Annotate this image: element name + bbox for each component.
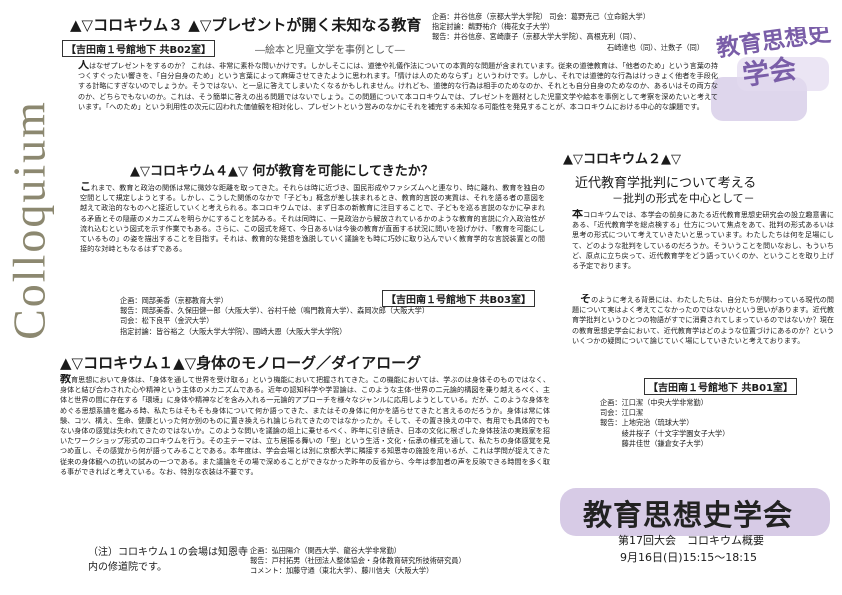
society-name: 教育思想史学会: [583, 498, 794, 532]
colloquium-2-subtitle: 近代教育学批判について考える: [575, 176, 757, 191]
colloquium-2-subtitle-2: －批判の形式を中心として－: [612, 192, 755, 205]
society-title-highlight: [560, 488, 830, 536]
svg-text:学会: 学会: [740, 53, 798, 92]
colloquium-2-meta: 企画：江口潔（中央大学非常勤） 司会：江口潔 報告：上地完治（琉球大学） 綾井桜…: [600, 398, 730, 448]
conference-date: 9月16日(日)15:15～18:15: [620, 551, 757, 564]
colloquium-text: Colloquium: [10, 100, 55, 340]
colloquium-1-body: 教育思想において身体は、「身体を通して世界を受け取る」という機能において把握され…: [60, 374, 550, 476]
colloquium-4-title: ▲▽コロキウム４▲▽ 何が教育を可能にしてきたか？: [130, 164, 434, 179]
colloquium-1-title: ▲▽コロキウム１▲▽身体のモノローグ／ダイアローグ: [60, 354, 422, 372]
colloquium-2-body-2: そのように考える背景には、わたしたちは、自分たちが関わっている現代の問題について…: [572, 294, 834, 345]
society-stamp-logo: 教育思想史 学会: [711, 27, 833, 121]
colloquium-2-title: ▲▽コロキウム２▲▽: [563, 152, 681, 167]
colloquium-1-meta: 企画：弘田陽介（関西大学、龍谷大学非常勤） 報告：戸村拓男（社団法人整体協会・身…: [250, 546, 466, 576]
colloquium-3-title: ▲▽コロキウム３ ▲▽プレゼントが開く未知なる教育: [70, 16, 422, 34]
colloquium-3-venue: 【吉田南１号館地下 共B02室】: [62, 40, 216, 57]
colloquium-2-venue: 【吉田南１号館地下 共B01室】: [644, 378, 798, 395]
colloquium-4-body: これまで、教育と政治の関係は常に微妙な距離を取ってきた。それらは時に近づき、国民…: [80, 182, 545, 254]
conference-title: 第17回大会 コロキウム概要: [618, 534, 764, 547]
colloquium-3-body: 人はなぜプレゼントをするのか？ これは、非常に素朴な問いかけです。しかしそこには…: [78, 60, 718, 111]
colloquium-2-body-1: 本コロキウムでは、本学会の前身にあたる近代教育思想史研究会の設立趣意書にある、「…: [572, 209, 834, 271]
colloquium-4-meta: 企画：岡部美香（京都教育大学） 報告：岡部美香、久保田健一郎（大阪大学）、谷村千…: [120, 296, 430, 336]
colloquium-4-venue: 【吉田南１号館地下 共B03室】: [382, 290, 536, 307]
colloquium-1-venue-note: （注）コロキウム１の会場は知恩寺内の修道院です。: [88, 547, 248, 573]
colloquium-3-subtitle: ―絵本と児童文学を事例として―: [255, 45, 405, 56]
colloquium-vertical-title: Colloquium: [10, 100, 55, 340]
colloquium-3-meta: 企画：井谷信彦（京都大学大学院） 司会：葛野克己（立命館大学） 指定討論：鵜野祐…: [432, 12, 705, 52]
